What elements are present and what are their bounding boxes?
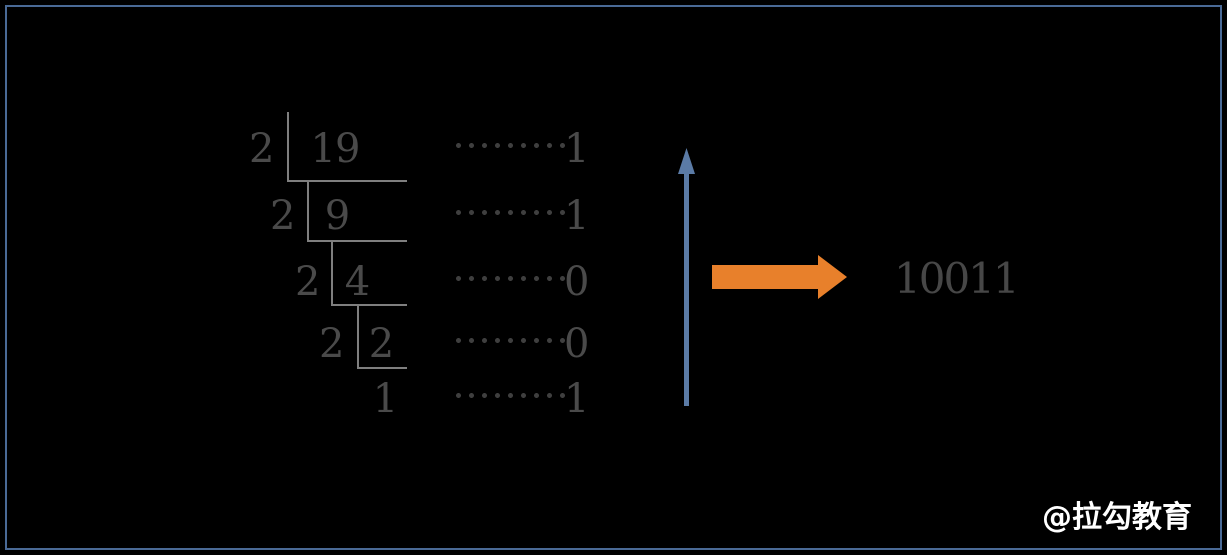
divisor-3: 2 bbox=[319, 321, 344, 367]
division-hline-1 bbox=[307, 240, 407, 242]
dotted-leader-2 bbox=[452, 275, 570, 282]
dotted-leader-4 bbox=[452, 392, 570, 399]
dividend-2: 4 bbox=[344, 259, 370, 305]
division-vline-0 bbox=[287, 112, 289, 182]
remainder-4: 1 bbox=[564, 376, 590, 422]
division-hline-2 bbox=[331, 304, 407, 306]
slide-border bbox=[5, 5, 1222, 550]
remainder-1: 1 bbox=[564, 193, 590, 239]
dotted-leader-3 bbox=[452, 337, 570, 344]
watermark: @拉勾教育 bbox=[1042, 500, 1192, 535]
division-hline-3 bbox=[357, 367, 407, 369]
binary-result: 10011 bbox=[894, 254, 1020, 303]
divisor-2: 2 bbox=[295, 259, 320, 305]
dividend-1: 9 bbox=[324, 193, 350, 239]
remainder-0: 1 bbox=[564, 126, 590, 172]
division-vline-2 bbox=[331, 241, 333, 306]
dotted-leader-1 bbox=[452, 209, 570, 216]
dotted-leader-0 bbox=[452, 142, 570, 149]
up-arrow-icon bbox=[678, 148, 695, 406]
divisor-1: 2 bbox=[270, 193, 295, 239]
remainder-2: 0 bbox=[564, 259, 590, 305]
dividend-3: 2 bbox=[368, 321, 394, 367]
remainder-3: 0 bbox=[564, 321, 590, 367]
right-arrow-icon bbox=[712, 255, 847, 299]
division-vline-3 bbox=[357, 305, 359, 369]
dividend-0: 19 bbox=[310, 126, 361, 172]
dividend-4: 1 bbox=[372, 376, 398, 422]
division-vline-1 bbox=[307, 181, 309, 242]
divisor-0: 2 bbox=[249, 126, 274, 172]
division-hline-0 bbox=[287, 180, 407, 182]
